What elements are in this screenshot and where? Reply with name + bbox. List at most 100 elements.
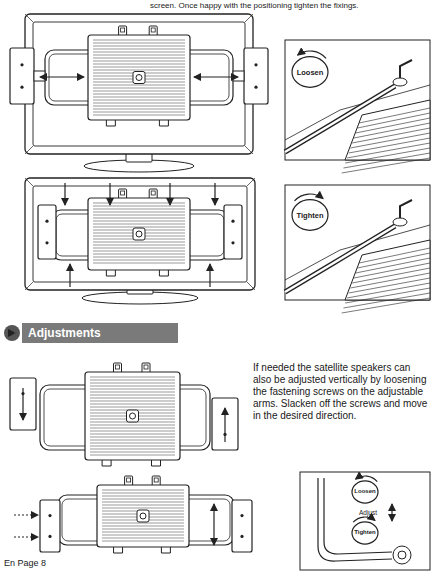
illustration-stroke xyxy=(102,508,184,509)
illustration-stroke xyxy=(69,264,70,287)
illustration-stroke xyxy=(90,377,175,378)
illustration-stroke xyxy=(214,183,215,205)
illustration-stroke xyxy=(48,514,51,517)
illustration-stroke xyxy=(245,14,253,22)
rotate-icon xyxy=(352,476,378,503)
illustration-stroke xyxy=(137,510,149,522)
illustration-stroke xyxy=(159,120,168,126)
illustration-stroke xyxy=(33,22,245,146)
illustration-stroke xyxy=(136,231,142,237)
illustration-stroke xyxy=(93,100,185,101)
illustration-stroke xyxy=(34,71,45,81)
illustration-stroke xyxy=(93,103,185,104)
illustration-stroke xyxy=(102,541,184,542)
illustration-stroke xyxy=(85,372,180,460)
illustration-stroke xyxy=(93,85,185,86)
illustration-stroke xyxy=(90,431,175,432)
satellite-speaker xyxy=(10,48,34,104)
illustration-stroke xyxy=(213,504,214,545)
illustration-stroke xyxy=(90,401,175,402)
illustration-stroke xyxy=(93,52,185,53)
illustration-stroke xyxy=(90,380,175,381)
illustration-stroke xyxy=(285,226,395,292)
illustration-stroke xyxy=(93,46,185,47)
soundbar xyxy=(97,476,189,553)
section-icon xyxy=(4,325,20,341)
soundbar xyxy=(88,26,190,126)
page-footer: En Page 8 xyxy=(4,558,64,569)
illustration-stroke xyxy=(25,178,33,186)
illustration-stroke xyxy=(93,224,185,225)
illustration-stroke xyxy=(151,191,155,195)
illustration-stroke xyxy=(93,112,185,113)
icon-label: Tighten xyxy=(294,211,326,220)
illustration-stroke xyxy=(169,183,170,205)
illustration-stroke xyxy=(247,178,255,186)
satellite-speaker xyxy=(224,205,242,259)
satellite-speaker xyxy=(40,500,60,552)
illustration-stroke xyxy=(93,40,185,41)
illustration-stroke xyxy=(133,72,145,84)
satellite-speaker xyxy=(232,500,252,552)
illustration-stroke xyxy=(393,78,407,86)
illustration-stroke xyxy=(194,76,238,77)
illustration-stroke xyxy=(90,398,175,399)
illustration-stroke xyxy=(90,440,175,441)
illustration-stroke xyxy=(25,14,253,154)
illustration-stroke xyxy=(93,43,185,44)
illustration-stroke xyxy=(400,60,412,78)
illustration-stroke xyxy=(93,115,185,116)
illustration-stroke xyxy=(25,14,33,22)
illustration-stroke xyxy=(93,251,185,252)
arm-detail xyxy=(300,472,430,570)
illustration-stroke xyxy=(121,191,125,195)
illustration-stroke xyxy=(114,547,123,553)
illustration-stroke xyxy=(292,200,328,231)
illustration-stroke xyxy=(88,198,190,270)
illustration-stroke xyxy=(254,63,257,66)
illustration-stroke xyxy=(317,478,318,546)
illustration-stroke xyxy=(90,446,175,447)
icon-label: Loosen xyxy=(353,488,377,495)
illustration-stroke xyxy=(154,478,158,482)
illustration-stroke xyxy=(20,63,23,66)
illustration-stroke xyxy=(285,86,395,152)
illustration-stroke xyxy=(93,64,185,65)
illustration-stroke xyxy=(90,386,175,387)
illustration-stroke xyxy=(393,218,407,226)
illustration-stroke xyxy=(90,428,175,429)
illustration-stroke xyxy=(109,183,110,205)
instruction-paragraph: If needed the satellite speakers can als… xyxy=(253,362,429,422)
illustration-stroke xyxy=(93,88,185,89)
illustration-stroke xyxy=(93,209,185,210)
rotate-icon xyxy=(292,51,328,87)
illustration-stroke xyxy=(393,546,411,564)
illustration-stroke xyxy=(116,365,120,369)
illustration-stroke xyxy=(102,496,184,497)
illustration-stroke xyxy=(25,146,33,154)
illustration-stroke xyxy=(90,407,175,408)
illustration-stroke xyxy=(93,245,185,246)
illustration-stroke xyxy=(102,529,184,530)
illustration-stroke xyxy=(295,194,324,201)
television xyxy=(25,14,253,172)
illustration-stroke xyxy=(151,28,155,32)
illustration-stroke xyxy=(144,365,148,369)
illustration-stroke xyxy=(159,270,168,276)
illustration-stroke xyxy=(25,178,255,290)
illustration-stroke xyxy=(352,522,378,544)
illustration-stroke xyxy=(231,241,234,244)
illustration-stroke xyxy=(93,242,185,243)
illustration-stroke xyxy=(90,449,175,450)
television xyxy=(25,178,255,304)
illustration-stroke xyxy=(224,205,242,259)
illustration-stroke xyxy=(93,61,185,62)
illustration-stroke xyxy=(90,452,175,453)
illustration-stroke xyxy=(93,218,185,219)
illustration-stroke xyxy=(356,476,378,482)
illustration-stroke xyxy=(130,413,136,419)
instruction-text: screen. Once happy with the positioning … xyxy=(150,1,438,11)
illustration-stroke xyxy=(93,212,185,213)
illustration-stroke xyxy=(106,120,115,126)
illustration-stroke xyxy=(400,200,412,218)
